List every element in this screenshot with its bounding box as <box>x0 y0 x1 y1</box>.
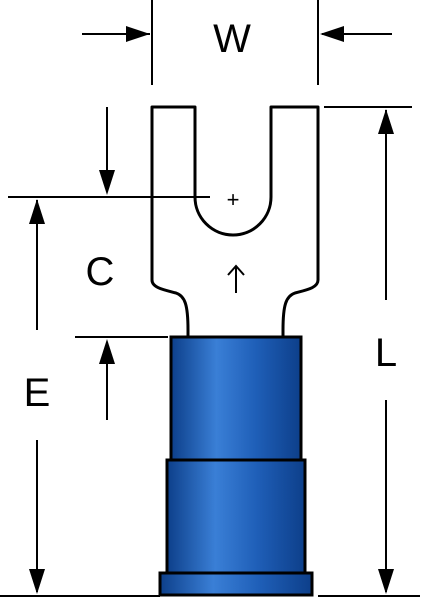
stud-center-mark: + <box>227 187 240 212</box>
center-label: C <box>86 250 115 294</box>
length-dimension <box>318 106 420 597</box>
edge-label: E <box>24 371 51 415</box>
e-top-arrowhead <box>29 199 45 224</box>
barrel-lower <box>165 458 307 575</box>
fork-outline <box>150 105 320 339</box>
e-bottom-arrowhead <box>29 569 45 594</box>
w-arrowhead-right <box>320 26 344 42</box>
direction-arrow-icon <box>227 264 245 293</box>
barrel-upper <box>169 335 303 462</box>
width-label: W <box>213 17 251 61</box>
w-arrowhead-left <box>126 26 150 42</box>
l-bottom-arrowhead <box>378 569 394 594</box>
insulated-barrel <box>158 335 314 597</box>
c-bottom-arrowhead <box>99 339 115 364</box>
c-top-arrowhead <box>99 170 115 195</box>
l-top-arrowhead <box>378 109 394 134</box>
length-label: L <box>375 331 397 375</box>
barrel-flange <box>158 571 314 597</box>
